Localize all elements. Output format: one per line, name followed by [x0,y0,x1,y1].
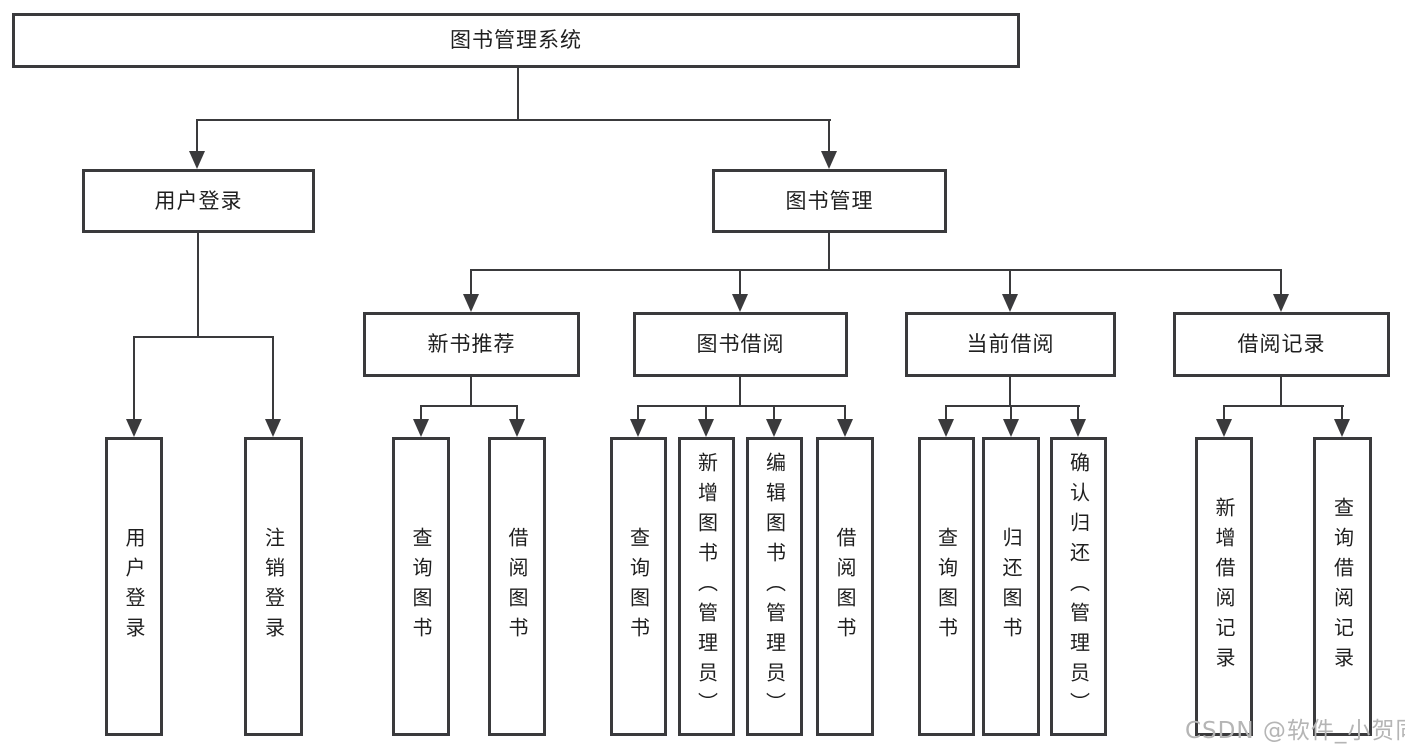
connector-current-borrow-stub [1009,377,1011,407]
arrowhead [1003,419,1019,437]
connector-new-book-rail [420,405,518,407]
node-borrowing-records: 借阅记录 [1173,312,1390,377]
node-book-management: 图书管理 [712,169,947,233]
leaf-query-books: 查询图书 [392,437,450,736]
connector-drop [1341,405,1343,421]
leaf-edit-books-admin: 编辑图书（管理员） [746,437,803,736]
connector-root-stub [517,68,519,121]
connector-new-book-stub [470,377,472,407]
connector-level1-rail [196,119,831,121]
connector-drop [1077,405,1079,421]
connector-user-login-stub [197,233,199,338]
arrowhead [1216,419,1232,437]
connector-level2-rail [470,269,1282,271]
arrowhead-current-borrow [1002,294,1018,312]
arrowhead-book-management [821,151,837,169]
leaf-logout: 注销登录 [244,437,303,736]
leaf-query-books: 查询图书 [918,437,975,736]
connector-drop-login-leaf [133,336,135,421]
leaf-user-login: 用户登录 [105,437,163,736]
leaf-add-books-admin: 新增图书（管理员） [678,437,735,736]
arrowhead [509,419,525,437]
connector-drop-book-management [828,119,830,153]
connector-drop [844,405,846,421]
connector-book-borrow-stub [739,377,741,407]
arrowhead-new-book [463,294,479,312]
leaf-confirm-return-admin: 确认归还（管理员） [1050,437,1107,736]
arrowhead [938,419,954,437]
connector-drop [1223,405,1225,421]
connector-drop [705,405,707,421]
connector-drop-logout-leaf [272,336,274,421]
connector-drop-borrow-records [1280,269,1282,296]
connector-drop-book-borrow [739,269,741,296]
arrowhead-user-login [189,151,205,169]
connector-drop [1010,405,1012,421]
connector-drop [637,405,639,421]
connector-drop-current-borrow [1009,269,1011,296]
arrowhead-logout-leaf [265,419,281,437]
connector-user-login-rail [133,336,274,338]
connector-book-borrow-rail [637,405,846,407]
arrowhead-login-leaf [126,419,142,437]
node-root-book-management-system: 图书管理系统 [12,13,1020,68]
node-user-login: 用户登录 [82,169,315,233]
connector-drop [420,405,422,421]
arrowhead [837,419,853,437]
arrowhead [630,419,646,437]
leaf-query-books: 查询图书 [610,437,667,736]
leaf-borrow-books: 借阅图书 [816,437,874,736]
connector-drop [773,405,775,421]
connector-drop-user-login [196,119,198,153]
connector-current-borrow-rail [945,405,1080,407]
arrowhead [1070,419,1086,437]
leaf-query-borrow-record: 查询借阅记录 [1313,437,1372,736]
arrowhead-borrow-records [1273,294,1289,312]
connector-borrow-records-stub [1280,377,1282,407]
arrowhead [413,419,429,437]
node-book-borrowing: 图书借阅 [633,312,848,377]
connector-drop [945,405,947,421]
connector-drop [516,405,518,421]
arrowhead-book-borrow [732,294,748,312]
leaf-add-borrow-record: 新增借阅记录 [1195,437,1253,736]
node-new-book-recommendation: 新书推荐 [363,312,580,377]
node-current-borrowing: 当前借阅 [905,312,1116,377]
arrowhead [766,419,782,437]
arrowhead [1334,419,1350,437]
leaf-return-books: 归还图书 [982,437,1040,736]
connector-borrow-records-rail [1223,405,1344,407]
connector-book-management-stub [828,233,830,271]
connector-drop-new-book [470,269,472,296]
leaf-borrow-books: 借阅图书 [488,437,546,736]
arrowhead [698,419,714,437]
csdn-watermark: CSDN @软件_小贺同学 [1185,718,1405,744]
